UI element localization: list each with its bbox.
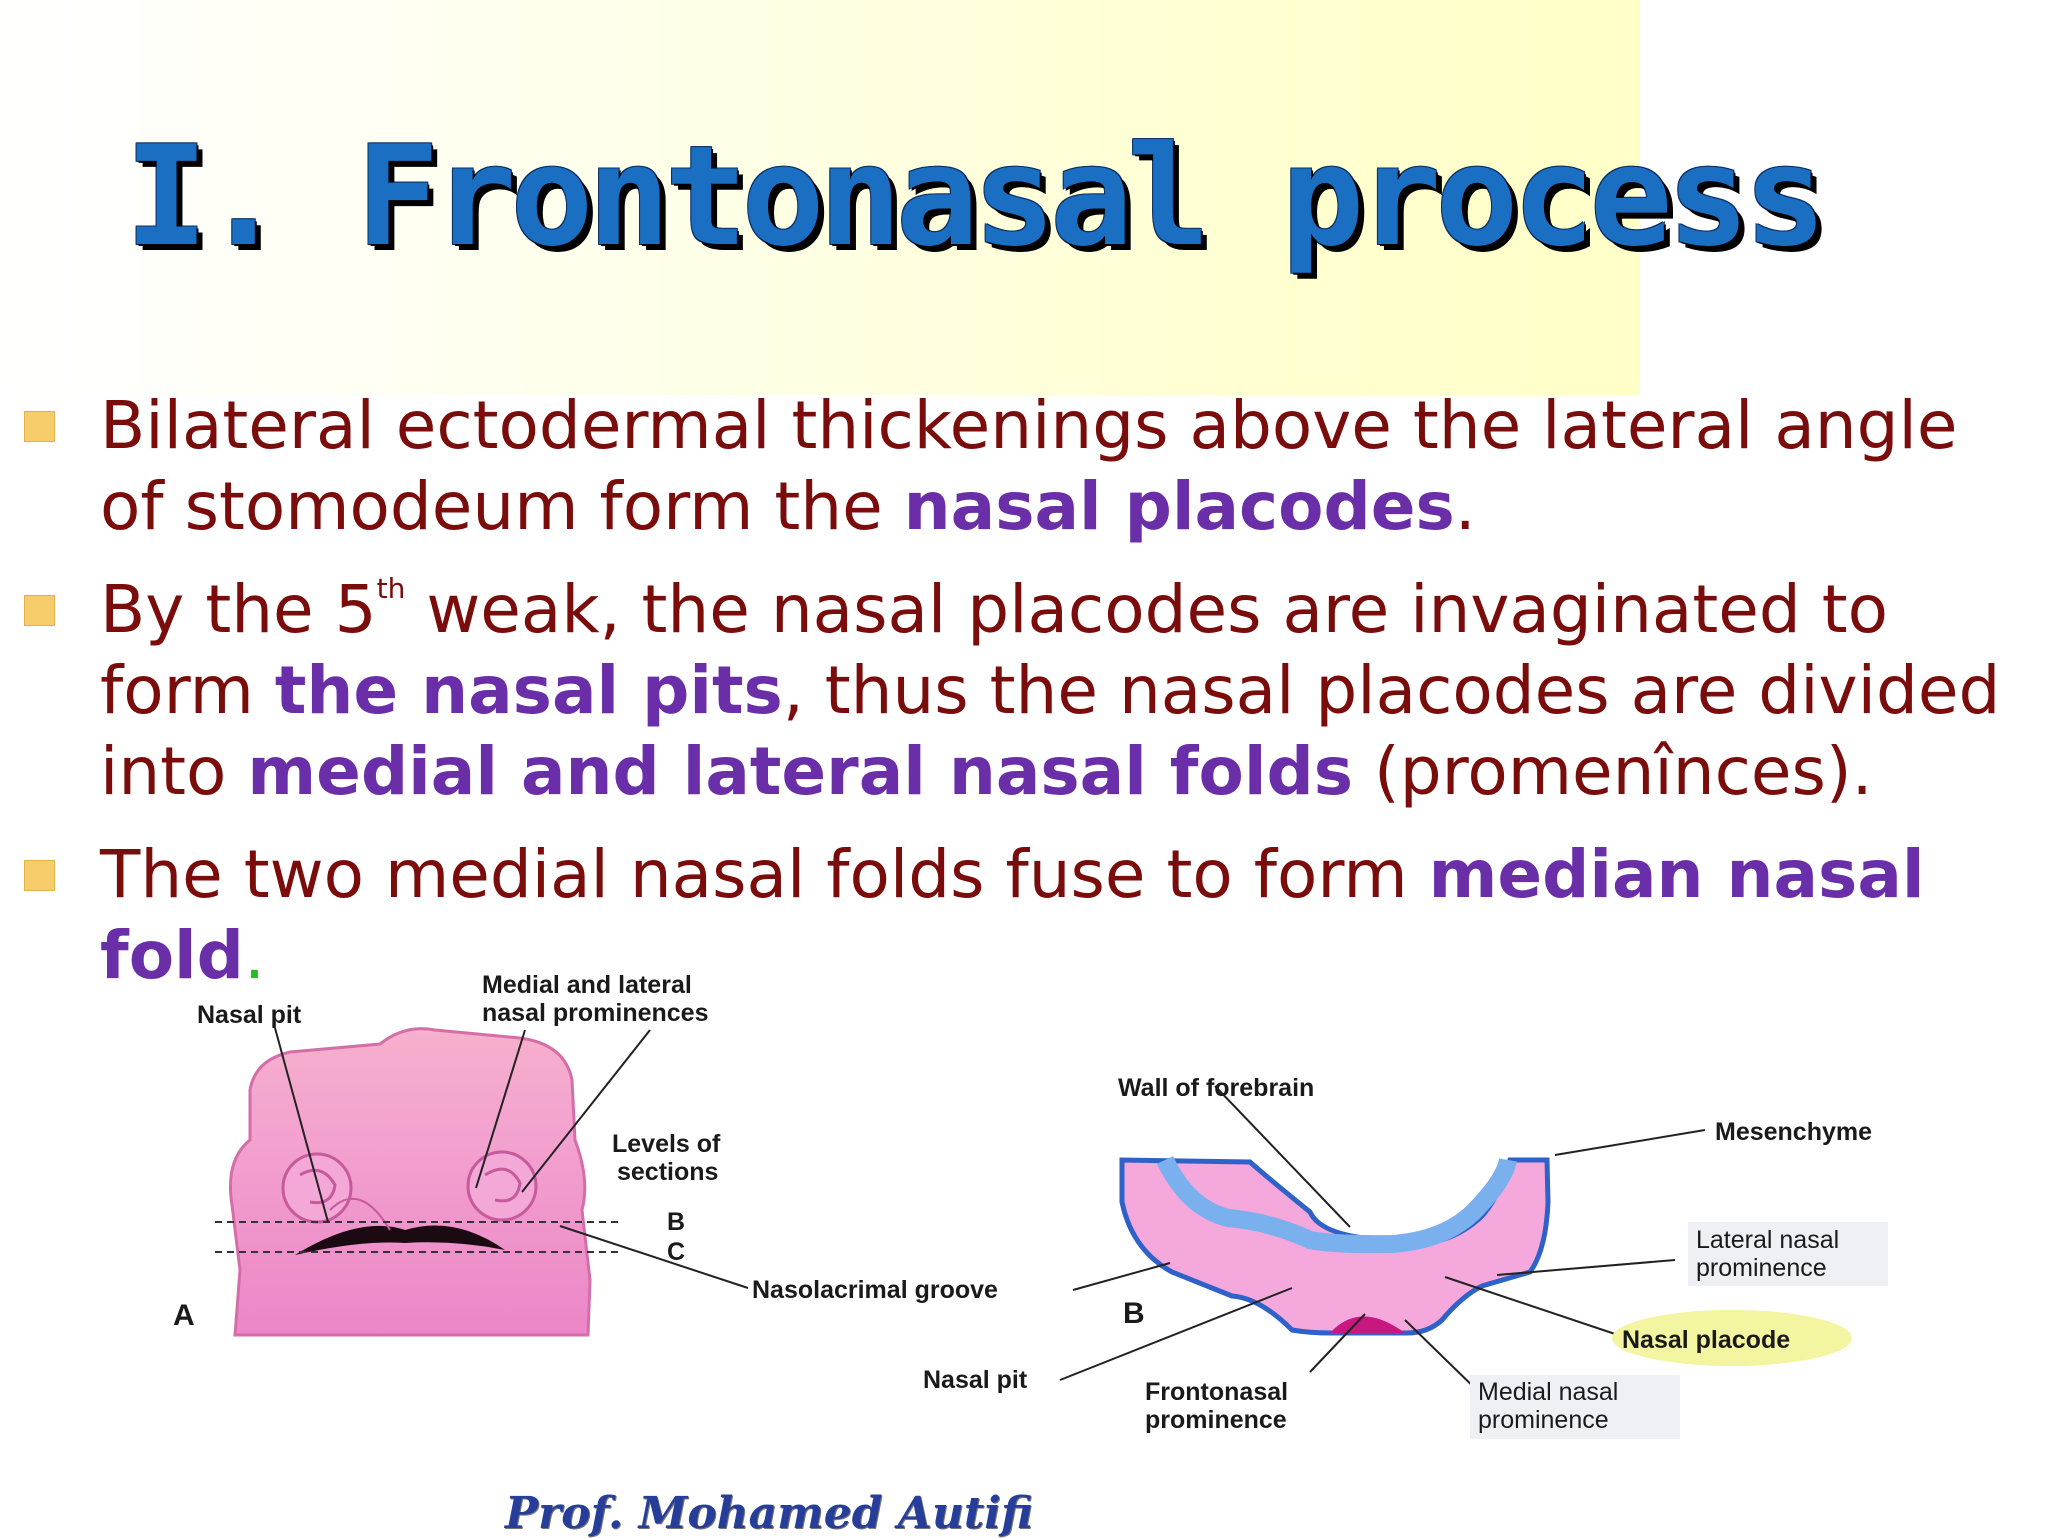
- label-mesenchyme: Mesenchyme: [1715, 1118, 1872, 1146]
- label-lateral-line2: prominence: [1696, 1254, 1827, 1282]
- label-lateral-line1: Lateral nasal: [1696, 1226, 1839, 1254]
- label-medial-line2: prominence: [1478, 1406, 1609, 1434]
- label-levels-line1: Levels of: [612, 1130, 721, 1158]
- leader-line: [475, 1029, 526, 1189]
- slide-title: I. Frontonasal process: [125, 116, 1827, 277]
- title-background: [0, 0, 1640, 395]
- bullet-text: .: [243, 917, 265, 994]
- label-wall-of-forebrain: Wall of forebrain: [1118, 1074, 1314, 1102]
- bullet-text: The two medial nasal folds fuse to form: [100, 836, 1429, 913]
- bullet-text: weak, the nasal placodes are invaginated…: [100, 571, 1888, 729]
- bullet-item: By the 5th weak, the nasal placodes are …: [24, 569, 2034, 812]
- label-prominences-line2: nasal prominences: [482, 999, 708, 1027]
- label-frontonasal-line2: prominence: [1145, 1406, 1287, 1434]
- label-levels-line2: sections: [617, 1158, 718, 1186]
- leader-line: [1554, 1129, 1706, 1156]
- bullet-text: By the 5: [100, 571, 377, 648]
- label-level-b: B: [667, 1208, 685, 1236]
- bullet-highlight: medial and lateral nasal folds: [247, 733, 1354, 810]
- square-bullet-icon: [24, 595, 55, 626]
- panel-letter-a: A: [173, 1299, 195, 1332]
- square-bullet-icon: [24, 411, 55, 442]
- leader-line: [1072, 1262, 1171, 1291]
- leader-line: [1309, 1313, 1366, 1373]
- bullet-item: Bilateral ectodermal thickenings above t…: [24, 385, 2034, 547]
- panel-letter-b: B: [1123, 1297, 1145, 1330]
- bullet-highlight: the nasal pits: [274, 652, 783, 729]
- label-nasal-placode: Nasal placode: [1622, 1326, 1790, 1354]
- label-frontonasal-line1: Frontonasal: [1145, 1378, 1288, 1406]
- label-box-medial: [1470, 1375, 1680, 1439]
- label-nasal-pit-a: Nasal pit: [197, 1001, 302, 1029]
- square-bullet-icon: [24, 860, 55, 891]
- leader-line: [1496, 1259, 1676, 1276]
- bullet-text: (promenînces).: [1353, 733, 1873, 810]
- leader-line: [274, 1027, 329, 1223]
- leader-line: [1059, 1287, 1293, 1381]
- label-medial-line1: Medial nasal: [1478, 1378, 1618, 1406]
- label-box-lateral: [1688, 1222, 1888, 1286]
- superscript: th: [376, 572, 406, 605]
- placode-highlight: [1612, 1310, 1852, 1366]
- leader-line: [521, 1029, 651, 1193]
- leader-line: [559, 1225, 749, 1289]
- bullet-item: The two medial nasal folds fuse to form …: [24, 834, 2034, 996]
- panel-a-face: [228, 1027, 592, 1337]
- author-footer: Prof. Mohamed Autifi: [505, 1488, 1033, 1539]
- bullet-text: .: [1454, 468, 1476, 545]
- bullet-list: Bilateral ectodermal thickenings above t…: [24, 385, 2034, 1018]
- label-level-c: C: [667, 1238, 685, 1266]
- leader-line: [1214, 1085, 1351, 1228]
- label-prominences-line1: Medial and lateral: [482, 971, 692, 999]
- bullet-text: , thus the nasal placodes are divided in…: [100, 652, 2001, 810]
- bullet-text: Bilateral ectodermal thickenings above t…: [100, 387, 1958, 545]
- label-nasolacrimal-groove: Nasolacrimal groove: [752, 1276, 998, 1304]
- bullet-highlight: median nasal fold: [100, 836, 1925, 994]
- leader-line: [1444, 1276, 1619, 1336]
- embryo-diagram: Nasal pit Medial and lateral nasal promi…: [173, 971, 1888, 1439]
- panel-b-section: [1119, 1155, 1551, 1336]
- bullet-highlight: nasal placodes: [903, 468, 1455, 545]
- label-nasal-pit-b: Nasal pit: [923, 1366, 1028, 1394]
